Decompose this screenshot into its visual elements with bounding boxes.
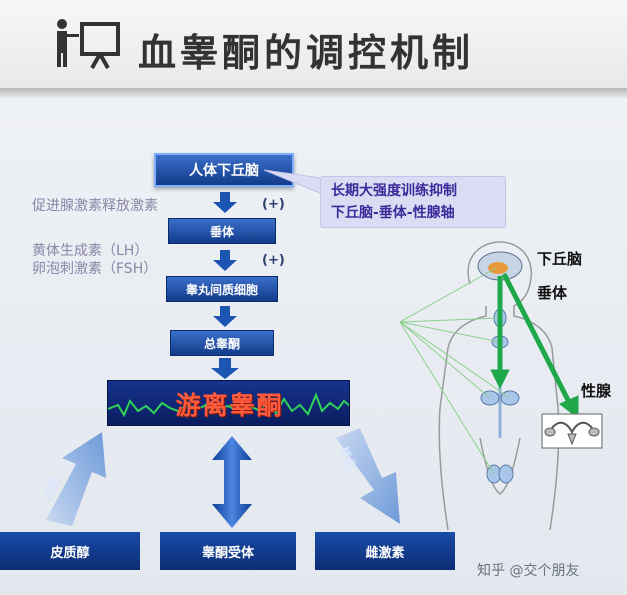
flow-box-hypothalamus: 人体下丘脑 [154, 153, 294, 187]
receptor-box: 睾酮受体 [160, 532, 296, 570]
bidirectional-arrow-icon [212, 436, 252, 528]
down-arrow-icon [213, 306, 237, 327]
training-callout: 长期大强度训练抑制 下丘脑-垂体-性腺轴 [320, 176, 506, 228]
fsh-label: 卵泡刺激素（FSH） [32, 261, 158, 277]
inhibit-arrow-icon [46, 432, 106, 526]
waveform [108, 392, 349, 418]
header-divider [0, 88, 627, 98]
body-label-gonad: 性腺 [581, 382, 612, 400]
free-testosterone-panel: 游离睾酮 [107, 380, 350, 426]
body-label-pituitary: 垂体 [537, 284, 568, 302]
callout-pointer [264, 169, 323, 195]
callout-line-2: 下丘脑-垂体-性腺轴 [331, 205, 455, 221]
down-arrow-icon [211, 358, 239, 379]
down-arrow-icon [213, 250, 237, 271]
watermark-text: 知乎 @交个朋友 [477, 563, 580, 579]
page-title: 血睾酮的调控机制 [138, 31, 475, 75]
plus-sign-1: (+) [262, 197, 285, 212]
plus-sign-2: (+) [262, 253, 285, 268]
estrogen-box: 雌激素 [315, 532, 455, 570]
header-bar: 血睾酮的调控机制 [0, 0, 627, 88]
flow-box-pituitary: 垂体 [168, 218, 276, 244]
down-arrow-icon [213, 192, 237, 213]
free-testosterone-label: 游离睾酮 [175, 391, 284, 420]
human-body-illustration [400, 241, 603, 530]
flow-box-total-testosterone: 总睾酮 [170, 330, 274, 356]
callout-line-1: 长期大强度训练抑制 [331, 183, 457, 199]
lh-label: 黄体生成素（LH） [32, 243, 149, 259]
presenter-board-icon [57, 19, 120, 69]
flow-box-leydig-cells: 睾丸间质细胞 [166, 276, 278, 302]
convert-arrow-icon [336, 428, 400, 524]
gnrh-label: 促进腺激素释放激素 [32, 198, 158, 214]
body-label-hypothalamus: 下丘脑 [537, 250, 583, 268]
cortisol-box: 皮质醇 [0, 532, 140, 570]
